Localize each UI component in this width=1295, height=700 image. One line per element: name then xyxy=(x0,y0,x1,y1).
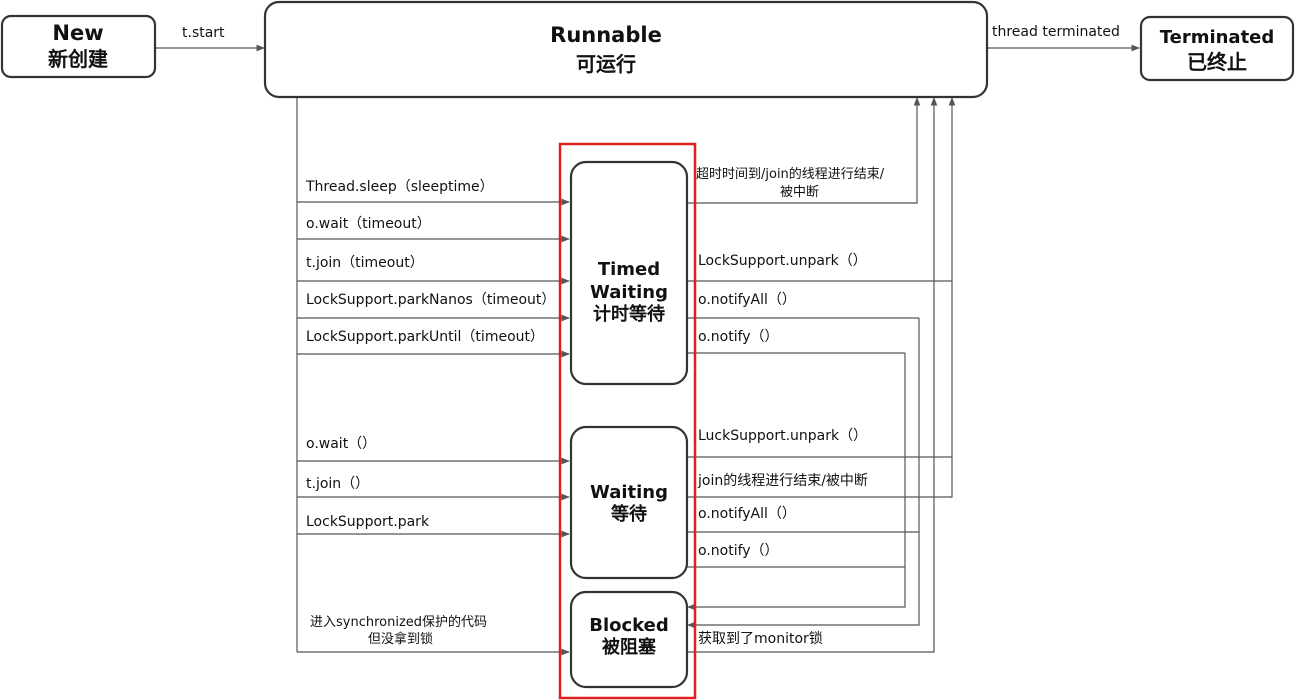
label-timeout-2: 被中断 xyxy=(780,185,819,200)
label-join-timeout: t.join（timeout） xyxy=(306,255,424,271)
node-blocked: Blocked 被阻塞 xyxy=(569,590,689,689)
node-new: New 新创建 xyxy=(0,14,157,79)
label-sleep: Thread.sleep（sleeptime） xyxy=(305,179,494,195)
node-waiting: Waiting 等待 xyxy=(569,425,689,580)
label-t-start: t.start xyxy=(182,25,225,41)
label-timed-notify: o.notify（） xyxy=(698,329,779,345)
node-timed-waiting: Timed Waiting 计时等待 xyxy=(569,160,689,386)
label-park: LockSupport.park xyxy=(306,514,430,530)
label-parknanos: LockSupport.parkNanos（timeout） xyxy=(306,292,555,308)
label-wait-timeout: o.wait（timeout） xyxy=(306,216,431,232)
node-runnable: Runnable 可运行 xyxy=(263,0,989,99)
node-runnable-sub: 可运行 xyxy=(576,52,636,76)
node-timed-waiting-line2: Waiting xyxy=(590,282,668,303)
label-thread-terminated: thread terminated xyxy=(992,24,1120,40)
label-join-end: join的线程进行结束/被中断 xyxy=(697,473,868,489)
node-blocked-sub: 被阻塞 xyxy=(602,636,657,658)
node-terminated-sub: 已终止 xyxy=(1187,50,1247,74)
highlight-frame xyxy=(558,142,697,700)
label-waiting-unpark: LuckSupport.unpark（） xyxy=(698,428,867,444)
label-monitor: 获取到了monitor锁 xyxy=(698,631,823,647)
label-waiting-notifyall: o.notifyAll（） xyxy=(698,506,796,522)
node-waiting-sub: 等待 xyxy=(611,503,647,525)
label-wait: o.wait（） xyxy=(306,436,376,452)
edge-notifyall-blocked xyxy=(687,318,920,629)
edge-join-end-return xyxy=(687,97,956,498)
label-join: t.join（） xyxy=(306,476,369,492)
node-new-title: New xyxy=(52,21,103,45)
node-timed-waiting-line1: Timed xyxy=(598,259,660,280)
node-terminated: Terminated 已终止 xyxy=(1139,15,1295,82)
node-terminated-title: Terminated xyxy=(1160,27,1275,48)
label-waiting-notify: o.notify（） xyxy=(698,543,779,559)
label-synchronized-2: 但没拿到锁 xyxy=(368,631,433,647)
edge-notify-blocked xyxy=(687,353,906,611)
node-runnable-title: Runnable xyxy=(550,23,662,47)
node-waiting-title: Waiting xyxy=(590,482,668,503)
label-timed-unpark: LockSupport.unpark（） xyxy=(698,253,867,269)
node-timed-waiting-sub: 计时等待 xyxy=(593,303,665,325)
edge-monitor-return xyxy=(687,97,938,653)
node-new-sub: 新创建 xyxy=(48,47,108,71)
node-blocked-title: Blocked xyxy=(589,615,669,636)
label-timeout-1: 超时时间到/join的线程进行结束/ xyxy=(696,166,885,182)
label-timed-notifyall: o.notifyAll（） xyxy=(698,292,796,308)
label-parkuntil: LockSupport.parkUntil（timeout） xyxy=(306,329,544,345)
label-synchronized-1: 进入synchronized保护的代码 xyxy=(310,614,487,630)
edge-timeout-return xyxy=(687,97,921,204)
connectors xyxy=(155,44,1140,656)
